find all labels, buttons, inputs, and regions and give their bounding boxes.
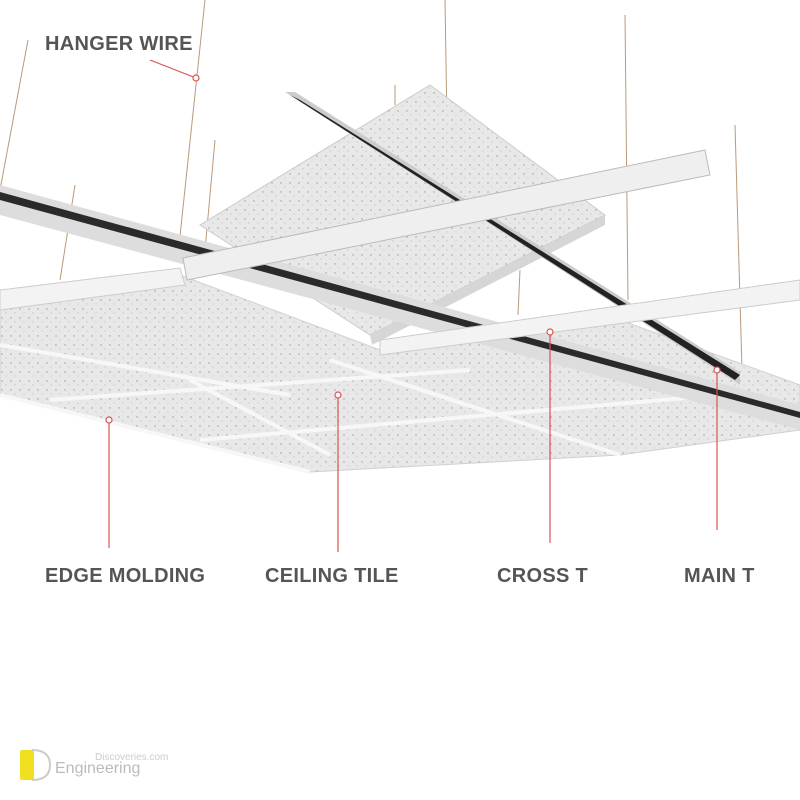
label-ceiling-tile: CEILING TILE [265,565,399,587]
logo-text-engineering: Engineering [55,760,141,777]
logo-text-discoveries: Discoveries.com [95,752,169,763]
label-edge-molding: EDGE MOLDING [45,565,206,587]
grid-lines [0,343,721,474]
logo-mark [20,749,52,781]
label-hanger-wire: HANGER WIRE [45,33,193,55]
hanger-wires [0,0,743,371]
cross-t-bar [0,149,800,356]
label-cross-t: CROSS T [497,565,588,587]
label-main-t: MAIN T [684,565,755,587]
leader-lines [105,59,721,552]
